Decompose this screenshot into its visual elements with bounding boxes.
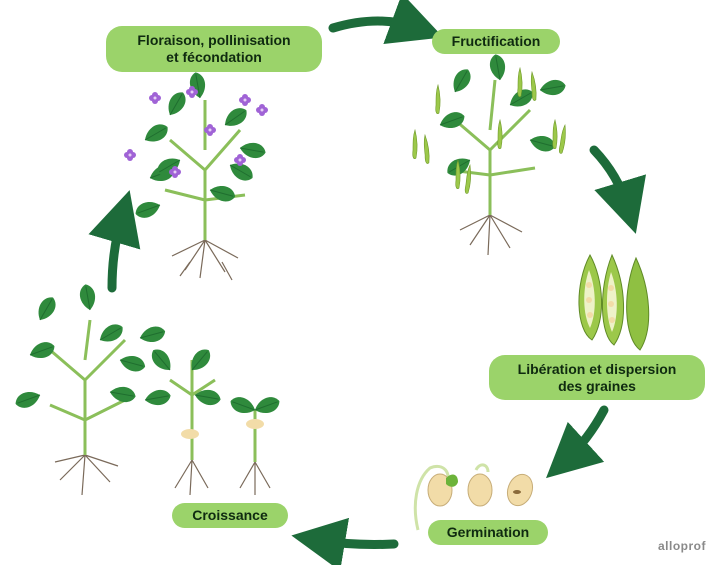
stage-label-croissance-text: Croissance [192,507,268,523]
stage-label-liberation-line1: Libération et dispersion [517,360,677,377]
stage-label-germination: Germination [428,520,548,545]
arrow-lib-to-ger [546,405,609,479]
fruiting-plant-illustration [412,52,568,256]
seed-pods-illustration [578,253,650,351]
stage-label-fructification-text: Fructification [451,33,541,49]
stage-label-liberation-line2: des graines [558,377,636,394]
stage-label-floraison-line1: Floraison, pollinisation [137,32,291,48]
stage-label-fructification: Fructification [432,29,560,54]
stage-label-floraison-line2: et fécondation [166,49,262,65]
cycle-arrows [88,0,647,565]
flowering-plant-illustration [124,70,268,281]
arrow-cro-to-flo [88,190,141,293]
arrow-flo-to-fru [328,0,444,45]
growing-plants-illustration [12,282,283,496]
alloprof-logo: alloprof [658,539,706,553]
stage-label-liberation: Libération et dispersion des graines [489,355,705,400]
arrow-fru-to-lib [589,145,647,234]
stage-label-germination-text: Germination [446,524,530,540]
arrow-ger-to-cro [291,517,399,565]
stage-label-floraison: Floraison, pollinisation et fécondation [106,26,322,72]
stage-label-croissance: Croissance [172,503,288,528]
germinating-seeds-illustration [413,463,534,531]
